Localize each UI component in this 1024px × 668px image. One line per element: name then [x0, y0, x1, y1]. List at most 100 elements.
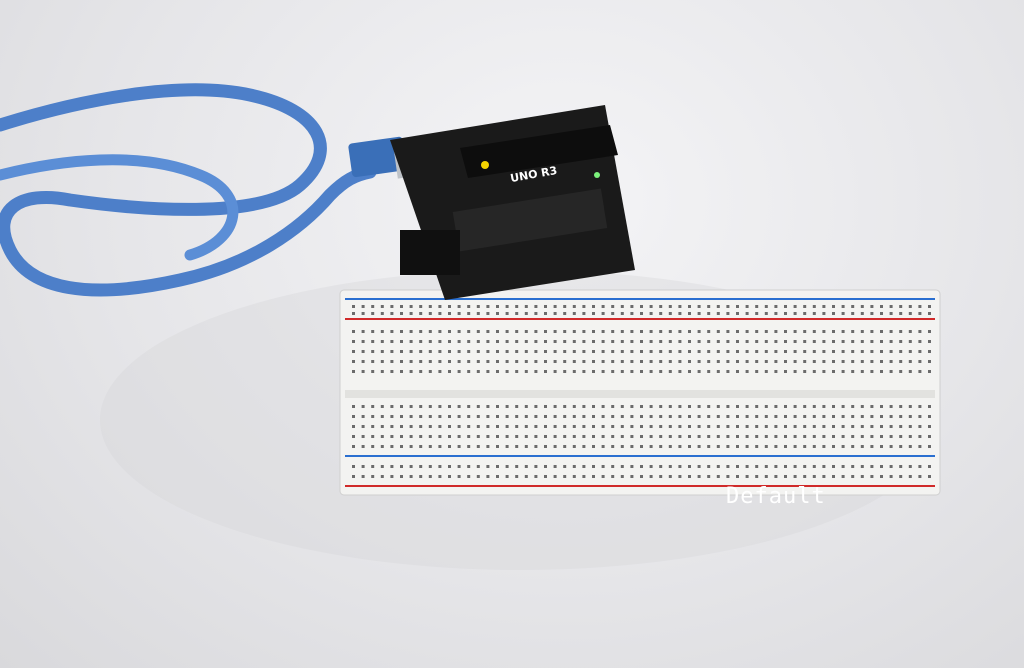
breadboard-hole [880, 305, 883, 308]
breadboard-hole [582, 340, 586, 343]
breadboard-hole [899, 425, 903, 428]
breadboard-hole [716, 425, 720, 428]
breadboard-hole [899, 312, 903, 315]
breadboard-hole [534, 370, 538, 373]
breadboard-hole [620, 445, 624, 448]
breadboard-hole [880, 465, 883, 468]
breadboard-hole [419, 340, 423, 343]
breadboard-hole [419, 425, 423, 428]
breadboard-hole [784, 475, 787, 478]
breadboard-hole [572, 435, 576, 438]
breadboard-hole [428, 305, 432, 308]
breadboard-hole [476, 415, 480, 418]
breadboard-hole [467, 330, 471, 333]
breadboard-hole [755, 465, 759, 468]
breadboard-hole [572, 305, 576, 308]
breadboard-hole [515, 370, 519, 373]
breadboard-hole [361, 370, 365, 373]
breadboard-hole [697, 305, 701, 308]
breadboard-hole [918, 475, 922, 478]
breadboard-hole [736, 435, 739, 438]
breadboard-hole [515, 340, 519, 343]
breadboard-hole [620, 305, 624, 308]
breadboard-hole [764, 350, 768, 353]
breadboard-hole [572, 360, 576, 363]
breadboard-hole [553, 425, 557, 428]
breadboard-hole [716, 405, 720, 408]
breadboard-hole [880, 370, 883, 373]
breadboard-hole [630, 330, 634, 333]
breadboard-hole [592, 330, 595, 333]
breadboard-hole [553, 415, 557, 418]
breadboard-hole [390, 350, 394, 353]
breadboard-hole [899, 405, 903, 408]
breadboard-hole [764, 405, 768, 408]
breadboard-hole [678, 405, 682, 408]
breadboard-hole [889, 312, 893, 315]
breadboard-hole [784, 370, 787, 373]
breadboard-hole [707, 340, 711, 343]
breadboard-hole [822, 305, 826, 308]
breadboard-hole [870, 415, 874, 418]
breadboard-hole [553, 370, 557, 373]
breadboard-hole [496, 370, 499, 373]
breadboard-hole [688, 405, 691, 408]
breadboard-hole [851, 435, 855, 438]
breadboard-hole [640, 330, 643, 333]
breadboard-hole [620, 360, 624, 363]
breadboard-hole [409, 425, 413, 428]
breadboard-hole [361, 475, 365, 478]
breadboard-hole [726, 465, 730, 468]
breadboard-hole [438, 465, 442, 468]
breadboard-hole [755, 435, 759, 438]
breadboard-hole [611, 415, 615, 418]
breadboard-hole [467, 340, 471, 343]
breadboard-hole [755, 305, 759, 308]
breadboard-hole [764, 330, 768, 333]
breadboard-hole [361, 425, 365, 428]
breadboard-hole [467, 405, 471, 408]
breadboard-hole [899, 445, 903, 448]
breadboard-hole [870, 465, 874, 468]
breadboard-hole [448, 340, 451, 343]
breadboard-hole [764, 415, 768, 418]
breadboard-hole [380, 445, 384, 448]
breadboard-hole [524, 425, 528, 428]
breadboard-hole [640, 445, 643, 448]
breadboard-hole [476, 340, 480, 343]
breadboard-hole [640, 405, 643, 408]
breadboard-hole [764, 340, 768, 343]
breadboard-hole [534, 425, 538, 428]
breadboard-hole [524, 475, 528, 478]
breadboard-hole [371, 415, 375, 418]
breadboard-hole [822, 370, 826, 373]
breadboard-hole [688, 465, 691, 468]
breadboard-hole [841, 330, 845, 333]
breadboard-hole [832, 350, 835, 353]
breadboard-hole [544, 475, 547, 478]
breadboard-hole [592, 445, 595, 448]
breadboard-hole [390, 425, 394, 428]
breadboard-hole [851, 340, 855, 343]
breadboard-hole [448, 415, 451, 418]
breadboard-hole [851, 305, 855, 308]
breadboard-hole [592, 425, 595, 428]
breadboard-hole [716, 475, 720, 478]
breadboard-hole [496, 312, 499, 315]
breadboard-hole [534, 330, 538, 333]
breadboard-hole [371, 425, 375, 428]
breadboard-hole [918, 360, 922, 363]
breadboard-hole [640, 435, 643, 438]
breadboard-hole [697, 360, 701, 363]
breadboard-hole [496, 350, 499, 353]
breadboard-hole [457, 370, 461, 373]
breadboard-hole [899, 330, 903, 333]
breadboard-hole [438, 445, 442, 448]
breadboard-hole [860, 465, 864, 468]
breadboard-hole [851, 415, 855, 418]
breadboard-hole [784, 350, 787, 353]
breadboard-hole [668, 425, 672, 428]
breadboard-hole [524, 350, 528, 353]
breadboard-hole [592, 435, 595, 438]
breadboard-hole [352, 360, 355, 363]
